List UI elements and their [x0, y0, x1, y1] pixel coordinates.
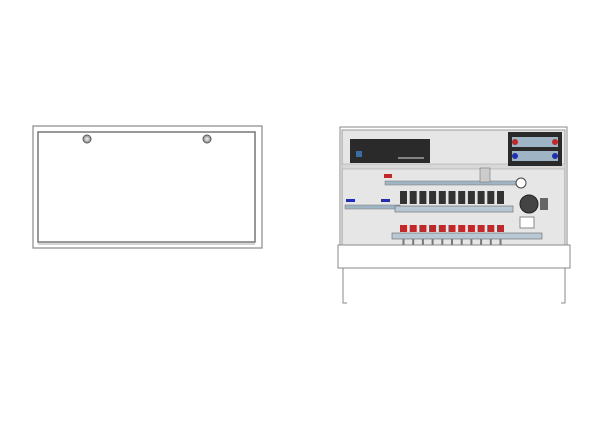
actuator	[400, 191, 407, 204]
mounting-legs	[342, 268, 566, 304]
mixing-unit	[508, 132, 562, 166]
cold-valve	[346, 199, 355, 202]
closed-cabinet-front-view	[32, 125, 263, 249]
actuator	[497, 191, 504, 204]
circulation-pump	[519, 194, 548, 229]
actuator	[467, 191, 475, 204]
flow-meter-cap	[477, 225, 485, 232]
return-manifold-bar	[391, 232, 543, 240]
flow-meter-cap	[448, 225, 456, 232]
actuator	[419, 191, 427, 204]
actuator	[409, 191, 417, 204]
flow-meter-cap	[429, 225, 437, 232]
actuator	[438, 191, 446, 204]
open-cabinet-manifold-view	[337, 126, 571, 304]
flow-meter-cap	[438, 225, 446, 232]
flow-meter-cap	[467, 225, 475, 232]
flow-meter-cap	[419, 225, 427, 232]
hot-valve	[384, 174, 392, 178]
supply-manifold-bar	[394, 205, 514, 213]
actuator	[448, 191, 456, 204]
actuator	[458, 191, 466, 204]
actuator	[487, 191, 495, 204]
cover-band	[337, 244, 571, 269]
pressure-gauge	[515, 177, 527, 189]
flow-meter-cap	[458, 225, 466, 232]
actuator	[429, 191, 437, 204]
flow-meter-cap	[400, 225, 407, 232]
cold-valve	[381, 199, 390, 202]
actuator	[477, 191, 485, 204]
flow-meter-cap	[487, 225, 495, 232]
flow-meter-cap	[409, 225, 417, 232]
flow-meter-cap	[497, 225, 504, 232]
controller-box	[350, 139, 430, 163]
